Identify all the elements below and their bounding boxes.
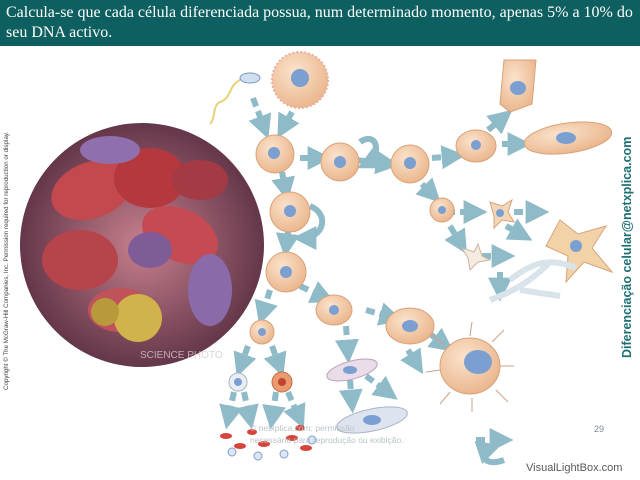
watermark-link[interactable]: VisualLightBox.com xyxy=(526,462,623,474)
cell-differentiation-diagram: SCIENCE PHOTO xyxy=(20,51,614,466)
sperm-cell xyxy=(209,72,261,125)
header-text: Calcula-se que cada célula diferenciada … xyxy=(6,4,633,41)
self-renewal-arrows xyxy=(292,136,506,466)
white-blood-cells xyxy=(227,435,317,461)
page-number: 29 xyxy=(594,424,605,434)
footer-line-1: © netxplica.com: permissão xyxy=(250,423,355,433)
stem-cells xyxy=(255,134,430,293)
specialized-cells-lower xyxy=(315,294,514,434)
slide-header: Calcula-se que cada célula diferenciada … xyxy=(0,0,640,46)
blood-cell-lineage xyxy=(220,319,317,461)
specialized-cells-upper xyxy=(455,59,613,163)
photo-credit: SCIENCE PHOTO xyxy=(140,350,223,361)
blood-cells-micrograph: SCIENCE PHOTO xyxy=(20,123,264,367)
red-blood-cells xyxy=(220,425,312,451)
footer-permission-note: © netxplica.com: permissão necessária pa… xyxy=(250,422,440,446)
footer-line-2: necessária para reprodução ou exibição. xyxy=(250,435,404,445)
egg-cell xyxy=(271,51,329,109)
neural-cells xyxy=(429,197,614,303)
